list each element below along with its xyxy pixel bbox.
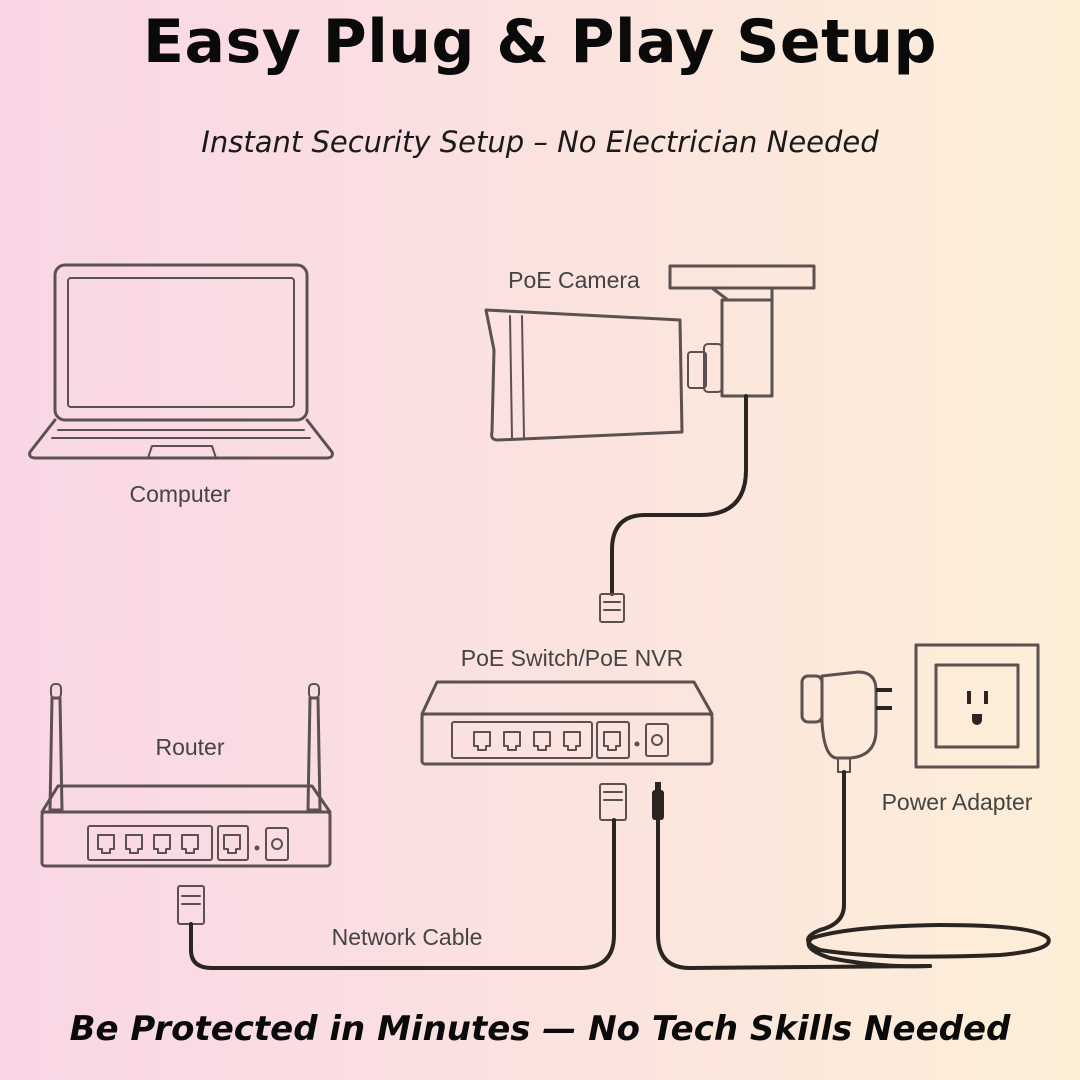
network-cable bbox=[189, 818, 616, 970]
power-adapter-icon bbox=[800, 670, 892, 773]
power-adapter-label: Power Adapter bbox=[882, 789, 1033, 815]
switch-label: PoE Switch/PoE NVR bbox=[461, 645, 683, 671]
computer-label: Computer bbox=[130, 481, 231, 507]
dc-barrel-plug-icon bbox=[652, 782, 664, 820]
page-title: Easy Plug & Play Setup bbox=[143, 7, 937, 77]
switch-rj45-plug-icon bbox=[599, 783, 627, 821]
router-label: Router bbox=[155, 734, 224, 760]
camera-cable bbox=[610, 394, 748, 596]
computer-laptop-icon bbox=[28, 263, 334, 460]
wall-outlet-icon bbox=[914, 643, 1040, 769]
router-rj45-plug-icon bbox=[177, 885, 205, 925]
poe-camera-icon bbox=[484, 264, 816, 442]
page-footer: Be Protected in Minutes — No Tech Skills… bbox=[69, 1009, 1011, 1049]
network-cable-label: Network Cable bbox=[332, 924, 483, 950]
page-subtitle: Instant Security Setup – No Electrician … bbox=[201, 125, 879, 159]
power-cable-coil bbox=[806, 770, 1051, 969]
power-cable bbox=[656, 818, 932, 970]
camera-label: PoE Camera bbox=[508, 267, 640, 293]
camera-rj45-plug-icon bbox=[599, 593, 625, 623]
poe-switch-nvr-icon bbox=[420, 680, 714, 766]
router-icon bbox=[40, 683, 332, 868]
